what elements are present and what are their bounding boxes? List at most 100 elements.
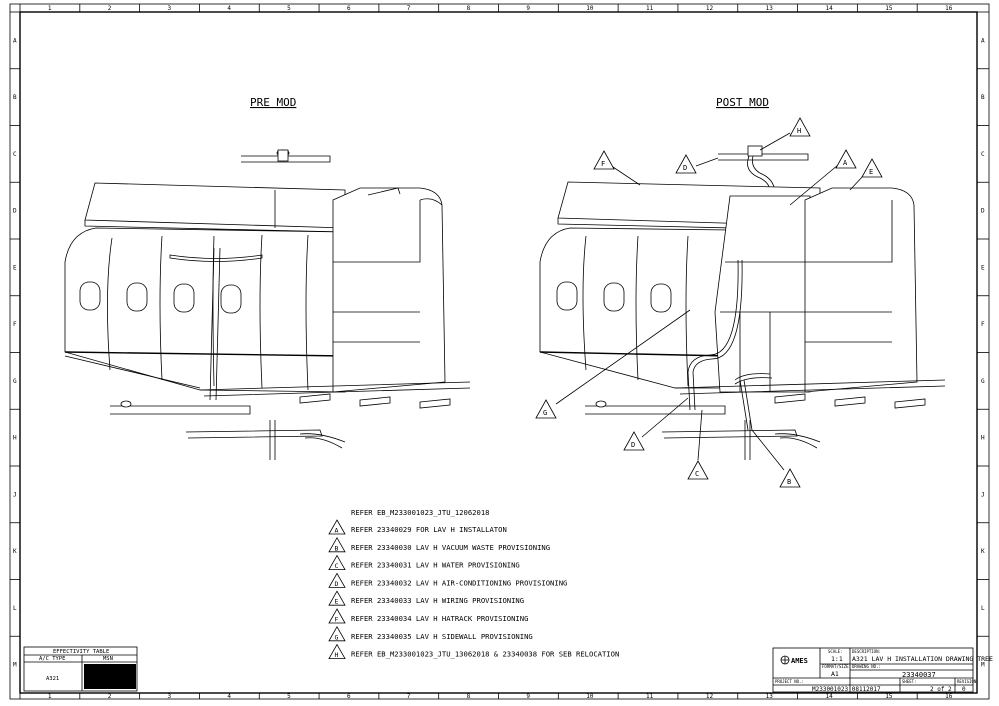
msn-redacted-block [84,664,136,689]
note-tag: E [335,598,339,606]
callout-f: F [593,150,641,186]
row-marker: K [981,548,985,555]
row-marker: C [981,151,985,158]
row-marker: M [981,662,985,669]
svg-text:H: H [797,127,801,135]
pre-upper-duct [241,149,331,163]
column-marker: 12 [706,693,714,700]
note-callout-triangle [328,608,346,624]
column-marker: 4 [227,693,231,700]
effectivity-col-msn: MSN [103,656,113,662]
svg-text:C: C [695,470,699,478]
svg-text:E: E [869,168,873,176]
svg-text:B: B [787,478,791,486]
note-text: REFER 23340031 LAV H WATER PROVISIONING [351,561,520,570]
column-marker: 12 [706,5,714,12]
column-marker: 7 [407,693,411,700]
callout-g: G [535,309,691,419]
svg-text:F: F [601,160,605,168]
row-marker: L [981,605,985,612]
row-marker: J [981,491,985,498]
column-marker: 16 [945,5,953,12]
column-marker: 14 [825,5,833,12]
svg-text:A: A [843,159,848,167]
callout-a: A [789,149,857,206]
scale-label: SCALE: [828,649,842,654]
callout-d-bottom: D [623,397,689,451]
format-label: FORMAT/SIZE: [822,664,851,669]
revision-value: 0 [962,686,966,693]
notes-header: REFER EB_M233001023_JTU_12062018 [351,508,489,517]
callout-d-top: D [675,154,719,174]
sheet-label: SHEET: [902,679,916,684]
note-callout-triangle [328,536,346,553]
note-item: H REFER EB_M233001023_JTU_13062018 & 2334… [328,643,619,659]
column-marker: 1 [48,693,52,700]
column-marker: 2 [108,5,112,12]
row-marker: B [981,94,985,101]
column-marker: 5 [287,5,291,12]
title-block: AMES SCALE: 1:1 FORMAT/SIZE: A1 DESCRIPT… [772,647,993,693]
callouts: H D F A E G D [535,117,883,488]
row-marker: E [981,264,985,271]
note-text: REFER 23340030 LAV H VACUUM WASTE PROVIS… [351,543,550,552]
note-tag: H [335,651,339,659]
row-marker: E [13,264,17,271]
note-text: REFER 23340033 LAV H WIRING PROVISIONING [351,596,524,605]
project-no-label: PROJECT NO.: [775,679,804,684]
note-callout-triangle [328,554,346,570]
format-value: A1 [831,670,839,678]
row-marker: D [981,208,985,215]
svg-text:D: D [631,441,635,449]
description-label: DESCRIPTION: [852,649,881,654]
note-callout-triangle [328,643,346,659]
note-text: REFER EB_M233001023_JTU_13062018 & 23340… [351,650,619,659]
column-marker: 16 [945,693,953,700]
column-marker: 3 [168,5,172,12]
scale-value: 1:1 [831,655,843,663]
drawing-no-label: DRAWING NO.: [852,664,881,669]
notes-block: REFER EB_M233001023_JTU_12062018 A REFER … [328,508,619,659]
row-marker: B [13,94,17,101]
sheet-value: 2 of 2 [930,686,952,693]
column-marker: 5 [287,693,291,700]
svg-text:G: G [543,409,547,417]
row-marker: A [13,37,17,44]
ames-logo: AMES [780,655,808,665]
note-callout-triangle [328,625,346,642]
row-marker: F [13,321,17,328]
effectivity-ac-value: A321 [46,676,59,682]
note-callout-triangle [328,519,346,535]
row-marker: J [13,491,17,498]
column-marker: 15 [885,693,893,700]
effectivity-col-ac: A/C TYPE [39,656,66,662]
note-callout-triangle [328,572,346,588]
pre-mod-title: PRE MOD [250,96,296,109]
column-marker: 6 [347,5,351,12]
column-marker: 14 [825,693,833,700]
svg-text:D: D [683,164,687,172]
row-marker: G [13,378,17,385]
effectivity-table: EFFECTIVITY TABLE A/C TYPE MSN A321 [23,646,138,692]
description-value: A321 LAV H INSTALLATION DRAWING TREE [852,655,993,663]
column-marker: 10 [586,5,594,12]
note-item: A REFER 23340029 FOR LAV H INSTALLATON [328,519,507,535]
outer-border [9,3,990,700]
post-mod-view [539,145,946,460]
column-marker: 11 [646,5,654,12]
row-marker: D [13,208,17,215]
column-marker: 2 [108,693,112,700]
column-marker: 10 [586,693,594,700]
note-text: REFER 23340029 FOR LAV H INSTALLATON [351,525,507,534]
note-tag: A [335,527,339,535]
column-marker: 13 [766,693,774,700]
column-marker: 9 [526,693,530,700]
callout-c: C [687,409,709,480]
note-text: REFER 23340035 LAV H SIDEWALL PROVISIONI… [351,632,533,641]
